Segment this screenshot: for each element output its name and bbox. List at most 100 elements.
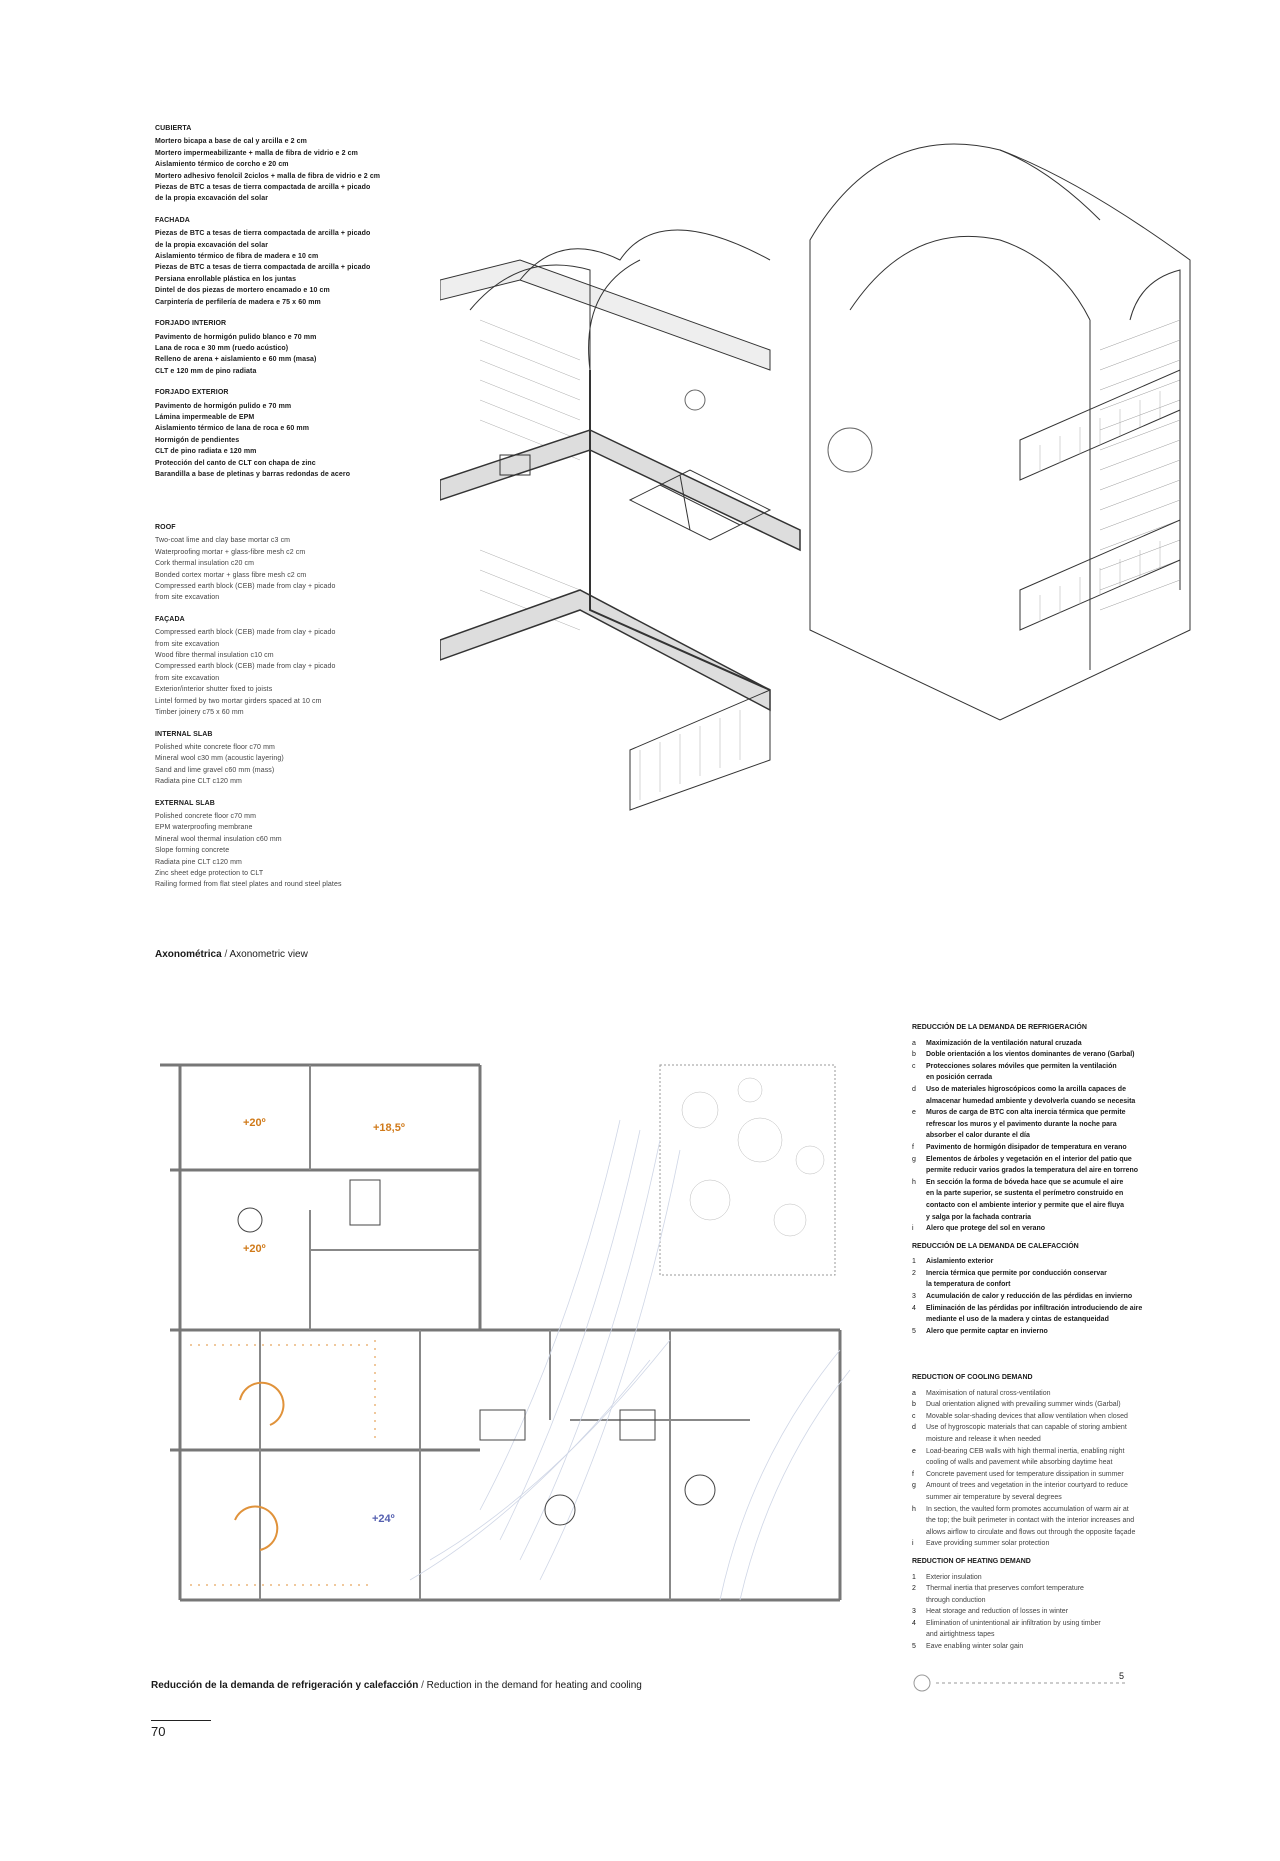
strategy-item-text: Eave enabling winter solar gain	[926, 1643, 1024, 1651]
spec-line: Compressed earth block (CEB) made from c…	[155, 583, 336, 591]
spec-line: Polished concrete floor c70 mm	[155, 812, 257, 820]
spec-line: EPM waterproofing membrane	[155, 824, 253, 832]
strategy-item-key: 5	[912, 1643, 916, 1651]
strategy-item-text: and airtightness tapes	[926, 1631, 995, 1639]
spec-line: Persiana enrollable plástica en los junt…	[155, 275, 297, 283]
strategy-item-key	[912, 1130, 926, 1142]
strategy-item-text: moisture and release it when needed	[926, 1435, 1041, 1443]
spec-line: Two-coat lime and clay base mortar c3 cm	[155, 537, 291, 545]
caption-separator: /	[418, 1680, 427, 1691]
strategy-item-text: y salga por la fachada contraria	[926, 1213, 1032, 1221]
axonometric-caption-es: Axonométrica	[155, 949, 222, 960]
strategy-item: 5 Eave enabling winter solar gain	[912, 1641, 1192, 1653]
strategy-item-key: g	[912, 1155, 916, 1163]
strategy-item-text: Aislamiento exterior	[926, 1258, 994, 1266]
spec-line: Mineral wool thermal insulation c60 mm	[155, 835, 282, 843]
strategy-item: d Use of hygroscopic materials that can c…	[912, 1422, 1192, 1434]
strategy-item-key: 4	[912, 1619, 916, 1627]
spec-line: Aislamiento térmico de fibra de madera e…	[155, 253, 319, 261]
spec-line: Barandilla a base de pletinas y barras r…	[155, 470, 351, 478]
plan-caption: Reducción de la demanda de refrigeración…	[151, 1680, 642, 1691]
spec-line: from site excavation	[155, 674, 220, 682]
strategy-item-text: Concrete pavement used for temperature d…	[926, 1470, 1124, 1478]
strategy-item-text: In section, the vaulted form promotes ac…	[926, 1505, 1129, 1513]
strategy-item-text: Use of hygroscopic materials that can ca…	[926, 1424, 1127, 1432]
spec-line: Piezas de BTC a tesas de tierra compacta…	[155, 184, 371, 192]
strategy-item-key	[912, 1188, 926, 1200]
spec-heading: ROOF	[155, 524, 176, 531]
strategy-item-key: d	[912, 1424, 916, 1432]
strategy-item-key: h	[912, 1178, 916, 1186]
strategy-item-text: en la parte superior, se sustenta el per…	[926, 1190, 1124, 1198]
strategy-item-key	[912, 1119, 926, 1131]
axonometric-drawing	[440, 143, 1191, 811]
temperature-label-3: +20º	[243, 1243, 266, 1255]
strategy-item-key: c	[912, 1062, 916, 1070]
spec-line: Hormigón de pendientes	[155, 436, 240, 444]
strategy-item: almacenar humedad ambiente y devolverla …	[912, 1096, 1192, 1108]
strategy-item-key	[912, 1096, 926, 1108]
strategy-item-text: Dual orientation aligned with prevailing…	[926, 1401, 1121, 1409]
strategy-item-text: Eave providing summer solar protection	[926, 1540, 1050, 1548]
spec-line: Dintel de dos piezas de mortero encamado…	[155, 287, 330, 295]
spec-line: Slope forming concrete	[155, 847, 230, 855]
strategy-item-key: b	[912, 1051, 916, 1059]
spec-line: Lana de roca e 30 mm (ruedo acústico)	[155, 344, 289, 352]
strategy-item-text: Inercia térmica que permite por conducci…	[926, 1269, 1107, 1277]
spec-heading: FAÇADA	[155, 615, 185, 623]
strategy-item-key	[912, 1492, 926, 1504]
strategy-item-text: Protecciones solares móviles que permite…	[926, 1062, 1117, 1070]
strategy-item-text: Elimination of unintentional air infiltr…	[926, 1619, 1101, 1627]
strategy-item: e Muros de carga de BTC con alta inercia …	[912, 1107, 1192, 1119]
strategy-item-text: Alero que permite captar en invierno	[926, 1327, 1048, 1335]
caption-separator: /	[221, 949, 230, 960]
spec-heading: FORJADO EXTERIOR	[155, 389, 229, 397]
spec-line: Carpintería de perfilería de madera e 75…	[155, 298, 321, 306]
strategy-item-text: Exterior insulation	[926, 1573, 982, 1581]
strategy-item-key: e	[912, 1109, 916, 1117]
spec-line: Piezas de BTC a tesas de tierra compacta…	[155, 264, 371, 272]
strategy-item-key: e	[912, 1447, 916, 1455]
strategy-item-text: En sección la forma de bóveda hace que s…	[926, 1178, 1124, 1186]
strategy-item-key: h	[912, 1505, 916, 1513]
spec-heading: FORJADO INTERIOR	[155, 320, 227, 328]
spec-line: Piezas de BTC a tesas de tierra compacta…	[155, 230, 371, 238]
strategy-item-key	[912, 1165, 926, 1177]
strategy-item-key	[912, 1434, 926, 1446]
strategy-item-key: a	[912, 1389, 916, 1397]
strategy-item-text: Pavimento de hormigón disipador de tempe…	[926, 1143, 1127, 1151]
spec-line: Wood fibre thermal insulation c10 cm	[155, 652, 274, 660]
strategy-item-text: absorber el calor durante el día	[926, 1132, 1030, 1140]
scale-bar	[913, 1674, 1126, 1692]
spec-line: Zinc sheet edge protection to CLT	[155, 869, 264, 877]
strategy-item-key: d	[912, 1085, 916, 1093]
strategy-item-text: Eliminación de las pérdidas por infiltra…	[926, 1304, 1143, 1312]
strategy-item-text: Movable solar-shading devices that allow…	[926, 1412, 1128, 1420]
spec-line: Railing formed from flat steel plates an…	[155, 881, 342, 889]
strategy-item-text: Muros de carga de BTC con alta inercia t…	[926, 1109, 1126, 1117]
strategy-item-key	[912, 1515, 926, 1527]
spec-line: from site excavation	[155, 640, 220, 648]
strategy-item-text: en posición cerrada	[926, 1074, 993, 1082]
strategy-item-text: cooling of walls and pavement while abso…	[926, 1459, 1113, 1467]
strategy-item-text: Elementos de árboles y vegetación en el …	[926, 1155, 1132, 1163]
strategy-item-key	[912, 1200, 926, 1212]
strategy-item-text: allows airflow to circulate and flows ou…	[926, 1528, 1136, 1536]
spec-heading: INTERNAL SLAB	[155, 730, 213, 738]
strategy-item-key	[912, 1279, 926, 1291]
